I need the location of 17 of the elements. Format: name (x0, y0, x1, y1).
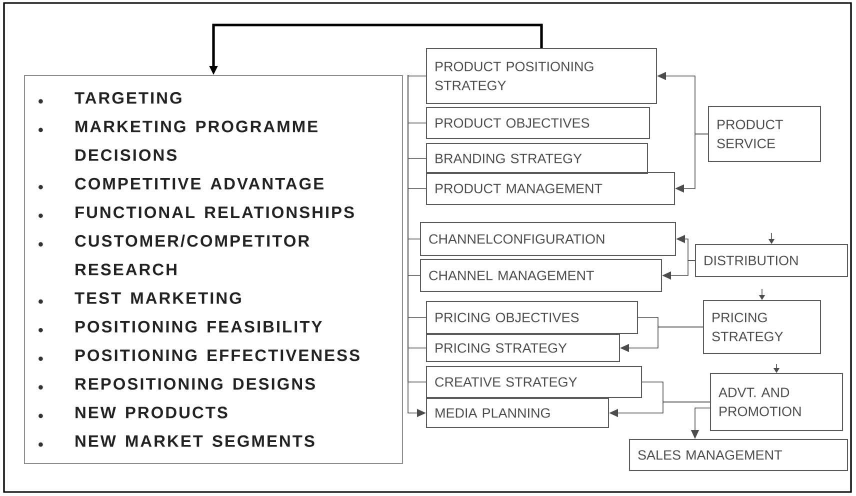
bullet-list-box: TARGETING MARKETING PROGRAMME DECISIONS COMPETITIVE ADVANTAGE FUNCTIONAL RELATIONSHIPS CUSTOMER/COMPETITOR RESEARCH TEST MARKETING POSITIONING FEASIBILITY POSITIONING EFFECTIVENESS REPOSITIONING DESIGNS NEW PRODUCTS NEW MARKET SEGMENTS (24, 75, 403, 464)
process-box: SALES MANAGEMENT (629, 439, 848, 471)
process-box: PRICING STRATEGY (703, 300, 821, 354)
process-box: DISTRIBUTION (695, 244, 848, 277)
process-box: ADVT. AND PROMOTION (710, 373, 843, 431)
process-box: PRICING STRATEGY (426, 334, 620, 362)
process-box: CHANNELCONFIGURATION (420, 222, 676, 256)
process-box: BRANDING STRATEGY (426, 143, 648, 174)
process-box: PRODUCT SERVICE (708, 106, 821, 162)
process-box: CREATIVE STRATEGY (426, 366, 642, 398)
process-box: PRODUCT POSITIONING STRATEGY (426, 48, 657, 104)
process-box: PRICING OBJECTIVES (426, 301, 638, 334)
process-box: MEDIA PLANNING (426, 398, 609, 428)
connector-line (408, 74, 426, 76)
process-box: CHANNEL MANAGEMENT (420, 259, 662, 292)
process-box: PRODUCT OBJECTIVES (426, 107, 650, 139)
process-box: PRODUCT MANAGEMENT (426, 172, 675, 205)
